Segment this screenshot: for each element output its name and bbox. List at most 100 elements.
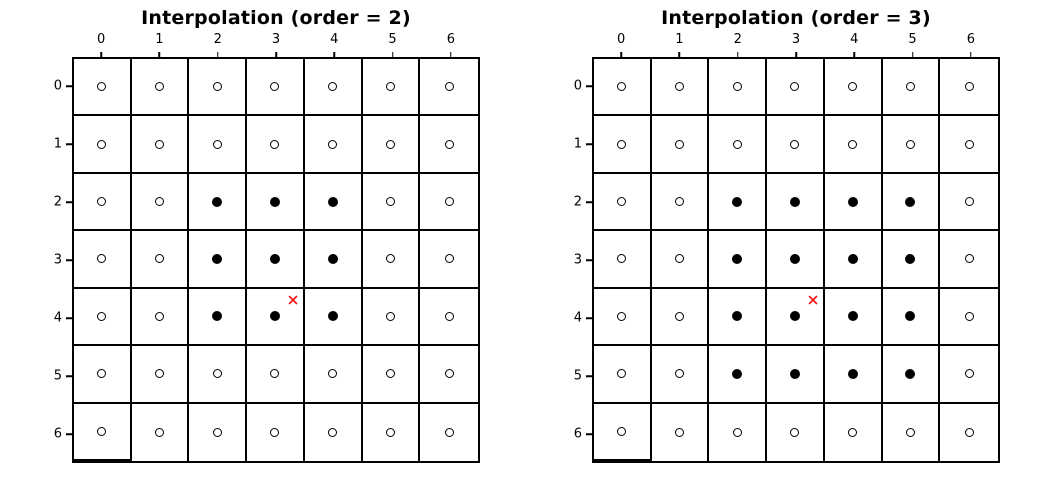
grid-cell xyxy=(189,403,248,461)
grid-cell xyxy=(189,288,248,347)
y-tick-mark xyxy=(66,201,72,203)
x-tick-label: 2 xyxy=(213,32,222,47)
grid-cell xyxy=(74,403,132,461)
open-sample-point xyxy=(155,197,165,207)
filled-sample-point xyxy=(212,253,223,264)
x-tick-label: 4 xyxy=(850,32,859,47)
grid-cell xyxy=(132,403,190,461)
filled-sample-point xyxy=(847,253,858,264)
grid-cell xyxy=(304,116,363,174)
open-sample-point xyxy=(270,139,280,149)
grid-cell xyxy=(74,173,132,232)
filled-sample-point xyxy=(847,368,858,379)
x-tick-mark xyxy=(158,52,161,57)
grid-cell xyxy=(362,116,421,174)
open-sample-point xyxy=(385,369,395,379)
grid-cell xyxy=(824,59,883,117)
open-sample-point xyxy=(444,311,454,321)
y-tick-label: 0 xyxy=(53,78,62,94)
filled-sample-point xyxy=(212,196,223,207)
open-sample-point xyxy=(675,254,685,264)
grid-cell xyxy=(883,403,941,461)
x-tick-mark xyxy=(620,52,622,57)
open-sample-point xyxy=(97,369,107,379)
open-sample-point xyxy=(675,311,685,321)
grid-cell xyxy=(882,231,941,289)
open-sample-point xyxy=(905,139,915,149)
x-tick-mark xyxy=(853,52,856,57)
filled-sample-point xyxy=(327,253,338,264)
grid-cell xyxy=(652,403,710,461)
grid-cell xyxy=(189,59,248,117)
y-tick-mark xyxy=(586,201,592,203)
open-sample-point xyxy=(444,139,454,149)
open-sample-point xyxy=(97,426,107,436)
grid-cell xyxy=(74,231,132,289)
open-sample-point xyxy=(270,82,280,92)
grid-cell xyxy=(594,346,652,404)
open-sample-point xyxy=(212,139,222,149)
grid-cell xyxy=(420,346,478,404)
y-tick-label: 1 xyxy=(573,136,582,152)
filled-sample-point xyxy=(269,196,280,207)
grid-cell xyxy=(420,231,478,289)
open-sample-point xyxy=(328,139,338,149)
grid-cell xyxy=(940,174,998,232)
filled-sample-point xyxy=(732,253,743,264)
filled-sample-point xyxy=(905,196,916,207)
grid-cell xyxy=(940,59,998,117)
x-tick-mark xyxy=(333,52,336,57)
open-sample-point xyxy=(444,427,454,437)
open-sample-point xyxy=(675,197,685,207)
grid-cell xyxy=(709,403,768,461)
grid-cell xyxy=(247,173,305,232)
open-sample-point xyxy=(155,82,165,92)
filled-sample-point xyxy=(905,311,916,322)
x-axis-tick-marks xyxy=(592,52,1000,57)
y-tick-mark xyxy=(586,375,592,377)
grid-cell xyxy=(131,173,190,232)
filled-sample-point xyxy=(789,311,800,322)
open-sample-point xyxy=(617,426,627,436)
filled-sample-point xyxy=(732,311,743,322)
open-sample-point xyxy=(155,311,165,321)
x-tick-label: 2 xyxy=(733,32,742,47)
grid-cell xyxy=(767,346,825,404)
grid-cell xyxy=(882,288,941,347)
open-sample-point xyxy=(212,82,222,92)
open-sample-point xyxy=(385,197,395,207)
open-sample-point xyxy=(617,139,627,149)
open-sample-point xyxy=(964,82,974,92)
grid-cell xyxy=(189,116,248,174)
x-tick-label: 3 xyxy=(271,32,281,47)
open-sample-point xyxy=(675,369,685,379)
open-sample-point xyxy=(617,369,627,379)
open-sample-point xyxy=(97,139,107,149)
open-sample-point xyxy=(617,197,627,207)
grid-cell xyxy=(594,116,652,174)
grid-cell xyxy=(651,173,710,232)
filled-sample-point xyxy=(212,311,223,322)
interpolated-coordinate-x-marker xyxy=(809,295,818,305)
open-sample-point xyxy=(212,369,222,379)
grid-cell xyxy=(767,116,825,174)
grid-cell xyxy=(767,231,825,289)
open-sample-point xyxy=(848,82,858,92)
open-sample-point xyxy=(155,369,165,379)
x-tick-mark xyxy=(736,52,739,57)
y-tick-mark xyxy=(586,85,592,87)
grid-cell xyxy=(709,231,768,289)
grid-cell xyxy=(362,231,421,289)
grid-cell xyxy=(247,288,305,347)
open-sample-point xyxy=(905,427,915,437)
y-tick-label: 4 xyxy=(573,310,582,326)
open-sample-point xyxy=(964,139,974,149)
grid-cell xyxy=(131,59,190,117)
grid-cell xyxy=(74,288,132,347)
x-tick-mark xyxy=(970,52,972,57)
grid-cell xyxy=(824,288,883,347)
